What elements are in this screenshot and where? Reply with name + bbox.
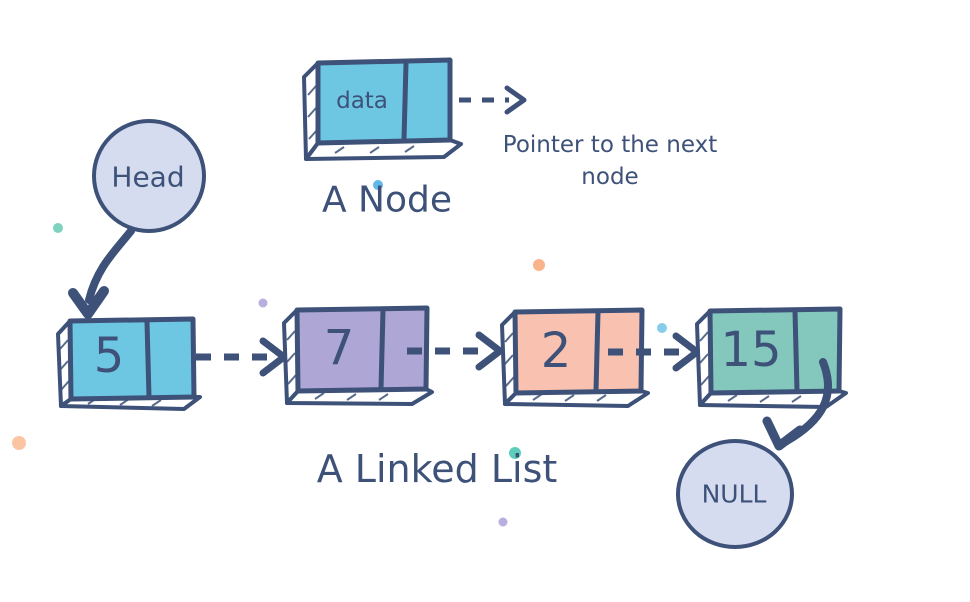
- list-node-box: [282, 305, 434, 406]
- sketch-hatching: [307, 85, 415, 154]
- decorative-dot: [533, 259, 545, 271]
- head-arrowhead: [68, 286, 109, 319]
- decorative-dot: [657, 323, 667, 333]
- sketch-hatching: [504, 332, 607, 402]
- node-section-title: A Node: [321, 179, 453, 221]
- null-label: NULL: [701, 479, 767, 509]
- cell-divider: [401, 60, 409, 143]
- example-node-box: [302, 57, 463, 161]
- node-value: 5: [93, 328, 125, 384]
- list-section-title: A Linked List: [316, 447, 558, 491]
- node-value: 2: [540, 323, 572, 379]
- node-face: [67, 316, 197, 402]
- cell-divider: [144, 319, 152, 400]
- head-circle: [92, 119, 206, 233]
- next-arrowhead: [672, 332, 701, 372]
- head-arrow-curve: [85, 227, 135, 304]
- decorative-dot: [498, 517, 508, 527]
- node-value: 15: [720, 322, 782, 378]
- decorative-dot: [509, 447, 521, 459]
- null-circle: [676, 439, 794, 549]
- head-label: Head: [111, 160, 185, 194]
- decorative-dot: [258, 298, 268, 308]
- cell-divider: [593, 309, 601, 394]
- data-cell-label: data: [336, 88, 388, 114]
- sketch-hatching: [286, 330, 389, 401]
- cell-divider: [378, 307, 386, 392]
- decorative-dot: [53, 223, 63, 233]
- next-arrowhead: [475, 331, 504, 371]
- null-arrowhead: [762, 416, 805, 451]
- list-node-box: [56, 316, 202, 411]
- node-value: 7: [323, 320, 355, 376]
- decorative-dot: [373, 180, 383, 190]
- pointer-arrowhead: [504, 85, 527, 115]
- pointer-caption: Pointer to the next node: [502, 131, 718, 190]
- sketch-hatching: [699, 331, 802, 403]
- cell-divider: [792, 308, 800, 394]
- list-node-box: [695, 306, 848, 409]
- list-node-box: [500, 307, 650, 408]
- decorative-dot: [12, 436, 26, 450]
